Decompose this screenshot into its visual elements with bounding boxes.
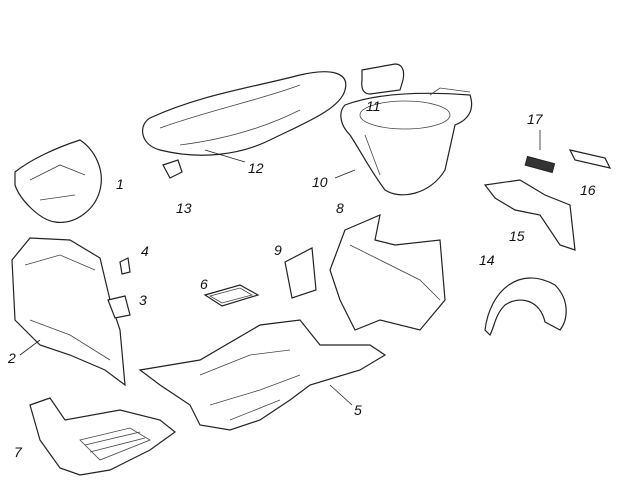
part-number-5: 5 (354, 402, 362, 418)
helmet-box-part (340, 87, 473, 196)
part-number-17: 17 (527, 111, 543, 127)
part-number-7: 7 (14, 444, 22, 460)
seat-part (142, 71, 347, 156)
part-number-4: 4 (141, 243, 149, 259)
floor-panel-part (138, 319, 387, 431)
side-cover-part (329, 213, 446, 331)
part-number-3: 3 (139, 292, 147, 308)
mudguard-part (483, 179, 576, 251)
leader-line (19, 339, 41, 356)
bracket-part (107, 295, 131, 319)
battery-lid-part (284, 247, 317, 299)
rear-fender-part (484, 277, 567, 337)
part-number-11: 11 (366, 98, 381, 114)
leg-shield-part (11, 237, 126, 387)
part-number-8: 8 (336, 200, 344, 216)
part-number-6: 6 (200, 276, 208, 292)
part-number-16: 16 (580, 182, 596, 198)
part-number-13: 13 (176, 200, 192, 216)
reflector-part (524, 155, 556, 174)
front-inner-cover-part (14, 139, 102, 223)
reflector-bracket-part (568, 149, 612, 169)
part-number-14: 14 (479, 252, 495, 268)
clip-part (119, 257, 131, 275)
part-number-9: 9 (274, 242, 282, 258)
leader-line (334, 169, 356, 179)
part-number-10: 10 (312, 174, 328, 190)
leader-line (204, 149, 246, 163)
part-number-1: 1 (116, 176, 124, 192)
part-number-12: 12 (248, 160, 264, 176)
part-number-2: 2 (8, 350, 16, 366)
seat-hook-part (162, 159, 183, 179)
lower-front-cover-part (29, 397, 176, 476)
part-number-15: 15 (509, 228, 525, 244)
leader-line (329, 384, 353, 406)
box-lid-part (361, 63, 405, 95)
